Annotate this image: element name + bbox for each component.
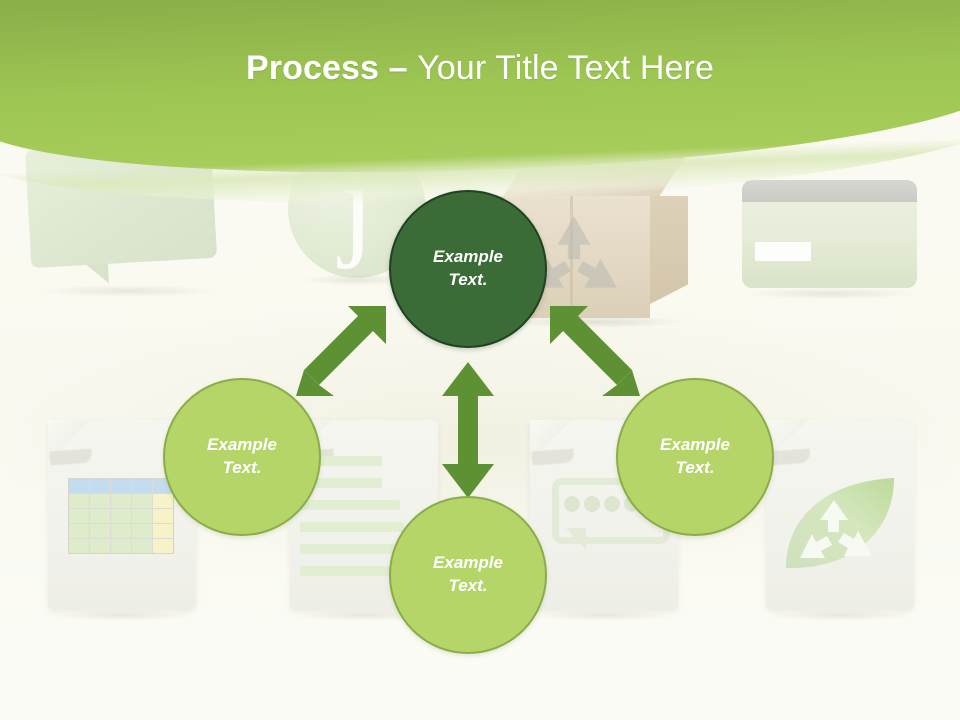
leaf-recycle-document-decoration (766, 420, 914, 621)
recycle-symbol-icon (800, 500, 872, 558)
page-title-rest: Your Title Text Here (417, 49, 714, 87)
info-circle-shadow (302, 274, 414, 286)
leaf-icon (786, 478, 894, 569)
chat-bubble-tail (566, 528, 586, 550)
document-shadow (52, 610, 192, 621)
chat-dot (564, 496, 580, 512)
box-shadow (502, 316, 688, 328)
text-line (312, 478, 382, 488)
arrow-center-to-left (296, 306, 386, 396)
credit-card-signature-box (755, 242, 811, 261)
node-label-line1: Example (433, 553, 503, 573)
process-node-right[interactable]: Example Text. (616, 378, 774, 536)
node-label-line2: Text. (448, 576, 488, 595)
credit-card-decoration (742, 180, 922, 299)
node-label-line1: Example (433, 247, 503, 267)
speech-bubble-shadow (38, 285, 218, 297)
document-shadow (294, 610, 434, 621)
chat-dot (604, 496, 620, 512)
credit-card-magnetic-stripe (742, 180, 917, 202)
chat-dot (584, 496, 600, 512)
arrow-center-to-right (550, 306, 640, 396)
text-line (300, 522, 404, 532)
page-title-bold: Process (246, 49, 380, 87)
page-title-dash: – (379, 49, 418, 87)
arrow-center-to-bottom (442, 362, 494, 498)
node-label-line2: Text. (222, 458, 262, 477)
page-title: Process – Your Title Text Here (0, 49, 960, 87)
box-side-face (650, 196, 688, 304)
speech-bubble-decoration (24, 139, 218, 297)
process-node-bottom[interactable]: Example Text. (389, 496, 547, 654)
credit-card-shadow (748, 288, 913, 299)
spreadsheet-table-icon (68, 478, 174, 554)
text-line (296, 500, 400, 510)
document-shadow (534, 610, 674, 621)
text-line (300, 566, 404, 576)
document-shadow (770, 610, 910, 621)
page-fold-lip (531, 448, 575, 466)
credit-card-body (742, 180, 917, 288)
process-node-left[interactable]: Example Text. (163, 378, 321, 536)
process-node-center[interactable]: Example Text. (389, 190, 547, 348)
node-label-line2: Text. (448, 270, 488, 289)
page-fold-lip (49, 448, 93, 466)
node-label-line2: Text. (675, 458, 715, 477)
node-label-line1: Example (660, 435, 730, 455)
text-line (300, 544, 404, 554)
node-label-line1: Example (207, 435, 277, 455)
text-line (312, 456, 382, 466)
